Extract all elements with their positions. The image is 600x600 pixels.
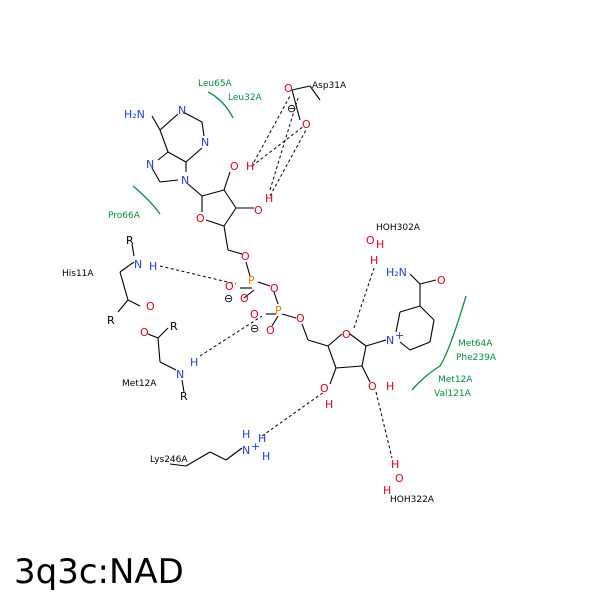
atom-w322-h1: H (391, 458, 399, 471)
atom-o-p1-b: O (240, 292, 249, 305)
atom-n-ring-4: N (181, 174, 189, 187)
atom-w302-h2: H (370, 254, 378, 267)
atom-n-plus-nic: N (386, 334, 394, 347)
label-leu65: Leu65A (198, 79, 233, 89)
atom-o-link2: O (296, 312, 305, 325)
label-hoh302: HOH302A (376, 223, 421, 233)
arc-pro66 (132, 185, 161, 215)
atom-his-h: H (149, 260, 157, 273)
atom-his-n: N (134, 258, 142, 271)
atom-o-h-3: O (320, 382, 329, 395)
atom-met-o: O (140, 326, 149, 339)
atom-met-n: N (176, 368, 184, 381)
atom-lys-h2: H (258, 432, 266, 445)
atom-n-ring-1: N (178, 104, 186, 117)
atom-h-2: H (265, 192, 273, 205)
atom-met-r: R (170, 320, 178, 333)
atom-asp-o2: O (302, 118, 311, 131)
atom-w302-o: O (366, 234, 375, 247)
atom-o-h-2: O (254, 204, 263, 217)
atom-amide-o: O (437, 274, 446, 287)
atom-w322-h2: H (383, 484, 391, 497)
atom-asp-o1: O (284, 82, 293, 95)
label-lys246: Lys246A (150, 455, 188, 465)
hydrogen-bonds (159, 95, 393, 459)
atom-lys-h1: H (242, 428, 250, 441)
bonds (117, 85, 437, 467)
atom-his-r2: R (107, 314, 115, 327)
hydrophobic-arcs (132, 91, 467, 391)
label-met64: Met64A (458, 339, 493, 349)
atom-o-p1-a: O (225, 280, 234, 293)
arc-leu (207, 91, 234, 119)
atom-n-ring-3: N (146, 158, 154, 171)
atoms: H₂N N N N N O O H O H O P O O O P O O O … (107, 82, 446, 497)
atom-p2: P (275, 304, 282, 317)
label-his11: His11A (62, 269, 94, 279)
atom-h-1: H (246, 160, 254, 173)
atom-amide-nh2: H₂N (386, 266, 407, 279)
atom-met-h: H (190, 356, 198, 369)
atom-his-r: R (126, 234, 134, 247)
atom-o-ribose2: O (342, 328, 351, 341)
atom-w322-o: O (395, 472, 404, 485)
atom-o-link1: O (241, 250, 250, 263)
charge-plus-lys: + (251, 440, 260, 453)
atom-o-p2-b: O (266, 324, 275, 337)
atom-lys-n: N (242, 444, 250, 457)
charge-plus-nic: + (395, 329, 404, 342)
atom-h-4: H (386, 380, 394, 393)
label-hoh322: HOH322A (390, 495, 435, 505)
charge-minus-asp: ⊖ (287, 102, 296, 115)
atom-p1: P (248, 274, 255, 287)
atom-o-h-1: O (230, 160, 239, 173)
label-val121: Val121A (434, 389, 472, 399)
hydrophobic-labels: Leu65A Leu32A Pro66A Met64A Phe239A Met1… (108, 79, 497, 399)
label-leu32: Leu32A (228, 93, 263, 103)
charge-minus-p2: ⊖ (250, 322, 259, 335)
atom-lys-h3: H (262, 450, 270, 463)
atom-h-3: H (325, 398, 333, 411)
label-asp31: Asp31A (312, 81, 347, 91)
atom-o-ribose1: O (196, 212, 205, 225)
charge-minus-p1: ⊖ (224, 292, 233, 305)
label-pro66: Pro66A (108, 211, 141, 221)
atom-his-o: O (146, 300, 155, 313)
atom-o-bridge: O (270, 282, 279, 295)
diagram-title: 3q3c:NAD (14, 552, 184, 592)
label-met12: Met12A (122, 379, 157, 389)
atom-w302-h1: H (376, 238, 384, 251)
atom-o-p2-a: O (250, 308, 259, 321)
atom-adenine-nh2: H₂N (124, 108, 145, 121)
atom-o-h-4: O (368, 380, 377, 393)
arc-right (411, 295, 467, 391)
label-met12-hydrophobic: Met12A (438, 375, 473, 385)
atom-n-ring-2: N (201, 136, 209, 149)
residue-labels: Asp31A His11A Met12A Lys246A HOH302A HOH… (62, 81, 435, 505)
label-phe239: Phe239A (456, 353, 497, 363)
atom-met-r2: R (180, 390, 188, 403)
